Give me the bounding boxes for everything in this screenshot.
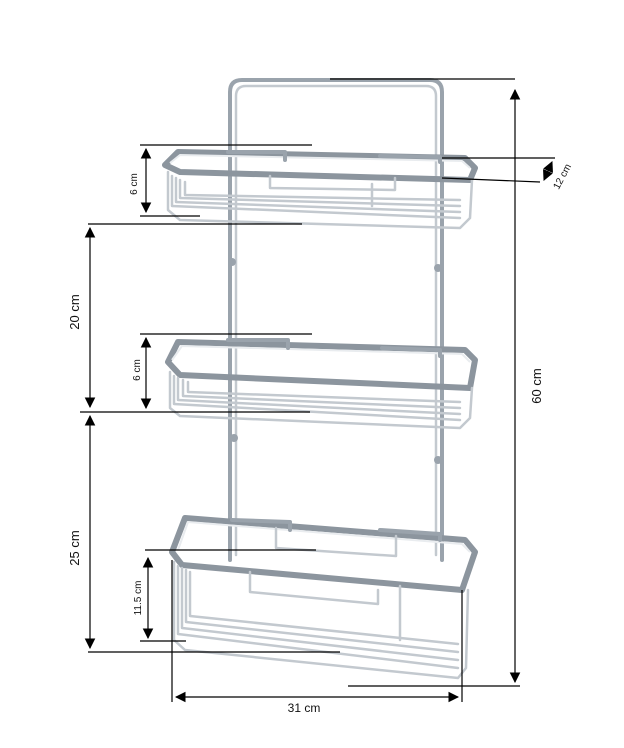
gap-top-middle-label: 20 cm <box>67 294 82 329</box>
bottom-shelf-height-label: 11.5 cm <box>133 581 144 616</box>
middle-basket <box>165 338 478 430</box>
depth-label: 12 cm <box>552 162 574 191</box>
middle-shelf-height-label: 6 cm <box>132 359 143 381</box>
width-label: 31 cm <box>288 701 321 715</box>
top-shelf-height-label: 6 cm <box>129 173 140 195</box>
dimension-labels: 60 cm 12 cm 6 cm 20 cm 6 cm 25 cm 11.5 c… <box>67 162 574 715</box>
top-basket <box>162 149 478 230</box>
dimension-lines <box>80 78 555 703</box>
hanging-hook <box>228 78 444 562</box>
rod-knob <box>434 264 442 272</box>
shower-caddy <box>162 78 478 680</box>
rod-knob <box>228 258 236 266</box>
bottom-basket <box>169 515 478 680</box>
total-height-label: 60 cm <box>529 368 544 403</box>
depth-dimension <box>543 161 553 181</box>
rod-knob <box>434 456 442 464</box>
gap-middle-bottom-label: 25 cm <box>67 530 82 565</box>
rod-knob <box>230 434 238 442</box>
